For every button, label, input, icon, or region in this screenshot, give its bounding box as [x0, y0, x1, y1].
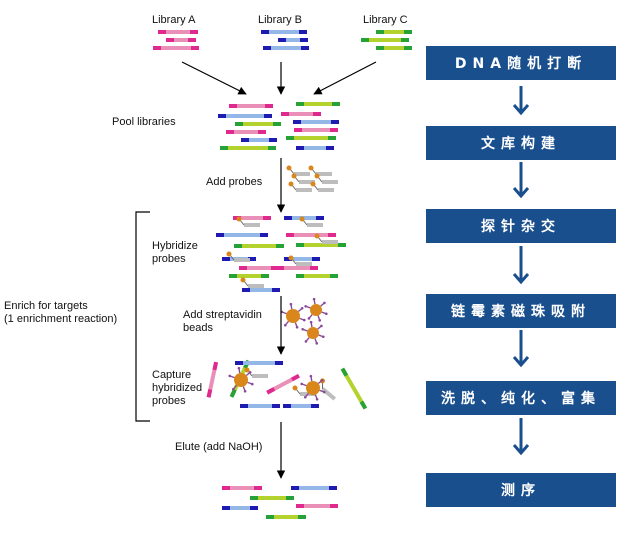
dna-fragment	[283, 404, 319, 408]
elute-label: Elute (add NaOH)	[175, 441, 263, 453]
streptavidin-bead	[301, 320, 325, 345]
dna-fragment	[226, 130, 266, 134]
biotin-probe	[291, 173, 315, 184]
dna-fragment	[281, 112, 321, 116]
biotin-probe	[310, 181, 334, 192]
arrow-library-a-to-pool	[181, 61, 247, 95]
dna-fragment	[278, 38, 308, 42]
dna-fragment	[242, 288, 280, 292]
dna-fragment	[218, 114, 272, 118]
dna-fragment	[266, 374, 300, 395]
step-sequencing: 测序	[426, 473, 616, 507]
step-arrow-2	[512, 162, 530, 199]
biotin-probe	[286, 165, 310, 176]
dna-fragment	[284, 257, 320, 261]
dna-fragment	[222, 486, 262, 490]
biotin-probe	[226, 251, 250, 262]
biotin-probe	[288, 181, 312, 192]
dna-fragment	[376, 46, 412, 50]
add-probes-label: Add probes	[206, 176, 263, 188]
biotin-probe	[314, 173, 338, 184]
streptavidin-bead	[228, 366, 254, 393]
dna-fragment	[376, 30, 412, 34]
dna-fragment	[222, 506, 258, 510]
dna-fragment	[294, 128, 338, 132]
probes	[226, 165, 338, 401]
dna-fragment	[250, 496, 294, 500]
biotin-probe	[299, 216, 323, 227]
step-arrow-1	[512, 86, 530, 116]
dna-fragment	[235, 122, 281, 126]
library-b-label: Library B	[258, 14, 303, 26]
dna-fragment	[296, 146, 334, 150]
dna-fragment	[235, 361, 283, 365]
dna-fragment	[266, 515, 306, 519]
dna-fragment	[296, 274, 338, 278]
flow-arrows	[181, 61, 377, 479]
library-a-label: Library A	[152, 14, 196, 26]
dna-fragment	[229, 274, 269, 278]
streptavidin-beads	[228, 297, 328, 401]
biotin-probe	[240, 277, 264, 288]
dna-fragment	[239, 266, 279, 270]
step-arrows	[512, 86, 530, 456]
step-arrow-5	[512, 418, 530, 456]
capture-label: Capture hybridized probes	[152, 369, 203, 407]
step-probe-hybridization: 探针杂交	[426, 209, 616, 243]
dna-fragment	[261, 30, 307, 34]
step-arrow-3	[512, 246, 530, 285]
library-c-label: Library C	[363, 14, 408, 26]
enrich-targets-label: Enrich for targets (1 enrichment reactio…	[4, 300, 118, 325]
dna-fragment	[153, 46, 199, 50]
dna-fragment	[206, 361, 219, 398]
streptavidin-bead	[304, 297, 328, 322]
step-dna-fragmentation: DNA随机打断	[426, 46, 616, 80]
step-arrow-4	[512, 330, 530, 368]
dna-fragment	[158, 30, 198, 34]
biotin-probe	[314, 233, 338, 244]
dna-fragment	[276, 266, 318, 270]
step-library-construction: 文库构建	[426, 126, 616, 160]
dna-fragment	[220, 146, 276, 150]
dna-fragment	[234, 244, 284, 248]
hybridize-probes-label: Hybridize probes	[152, 240, 198, 265]
dna-fragment	[229, 104, 273, 108]
streptavidin-bead	[300, 374, 326, 401]
dna-fragment	[340, 367, 368, 410]
dna-fragment	[241, 138, 277, 142]
step-elution-purification-enrichment: 洗脱、纯化、富集	[426, 381, 616, 415]
dna-fragment	[296, 243, 346, 247]
biotin-probe	[236, 216, 260, 227]
biotin-probe	[288, 255, 312, 266]
dna-fragment	[263, 46, 309, 50]
dna-fragment	[216, 233, 268, 237]
dna-fragment	[296, 504, 338, 508]
dna-fragment	[286, 233, 336, 237]
dna-fragment	[291, 486, 337, 490]
arrow-library-c-to-pool	[313, 61, 377, 95]
step-streptavidin-bead-capture: 链霉素磁珠吸附	[426, 294, 616, 328]
dna-fragment	[240, 404, 280, 408]
biotin-probe	[308, 165, 332, 176]
dna-fragment	[361, 38, 409, 42]
dna-fragment	[166, 38, 196, 42]
enrich-bracket	[135, 211, 150, 422]
streptavidin-bead	[280, 302, 306, 329]
dna-fragment	[286, 136, 336, 140]
pool-libraries-label: Pool libraries	[112, 116, 176, 128]
add-beads-label: Add streptavidin beads	[183, 309, 262, 334]
biotin-probe	[244, 367, 268, 378]
dna-fragment	[293, 120, 339, 124]
dna-fragment	[296, 102, 340, 106]
